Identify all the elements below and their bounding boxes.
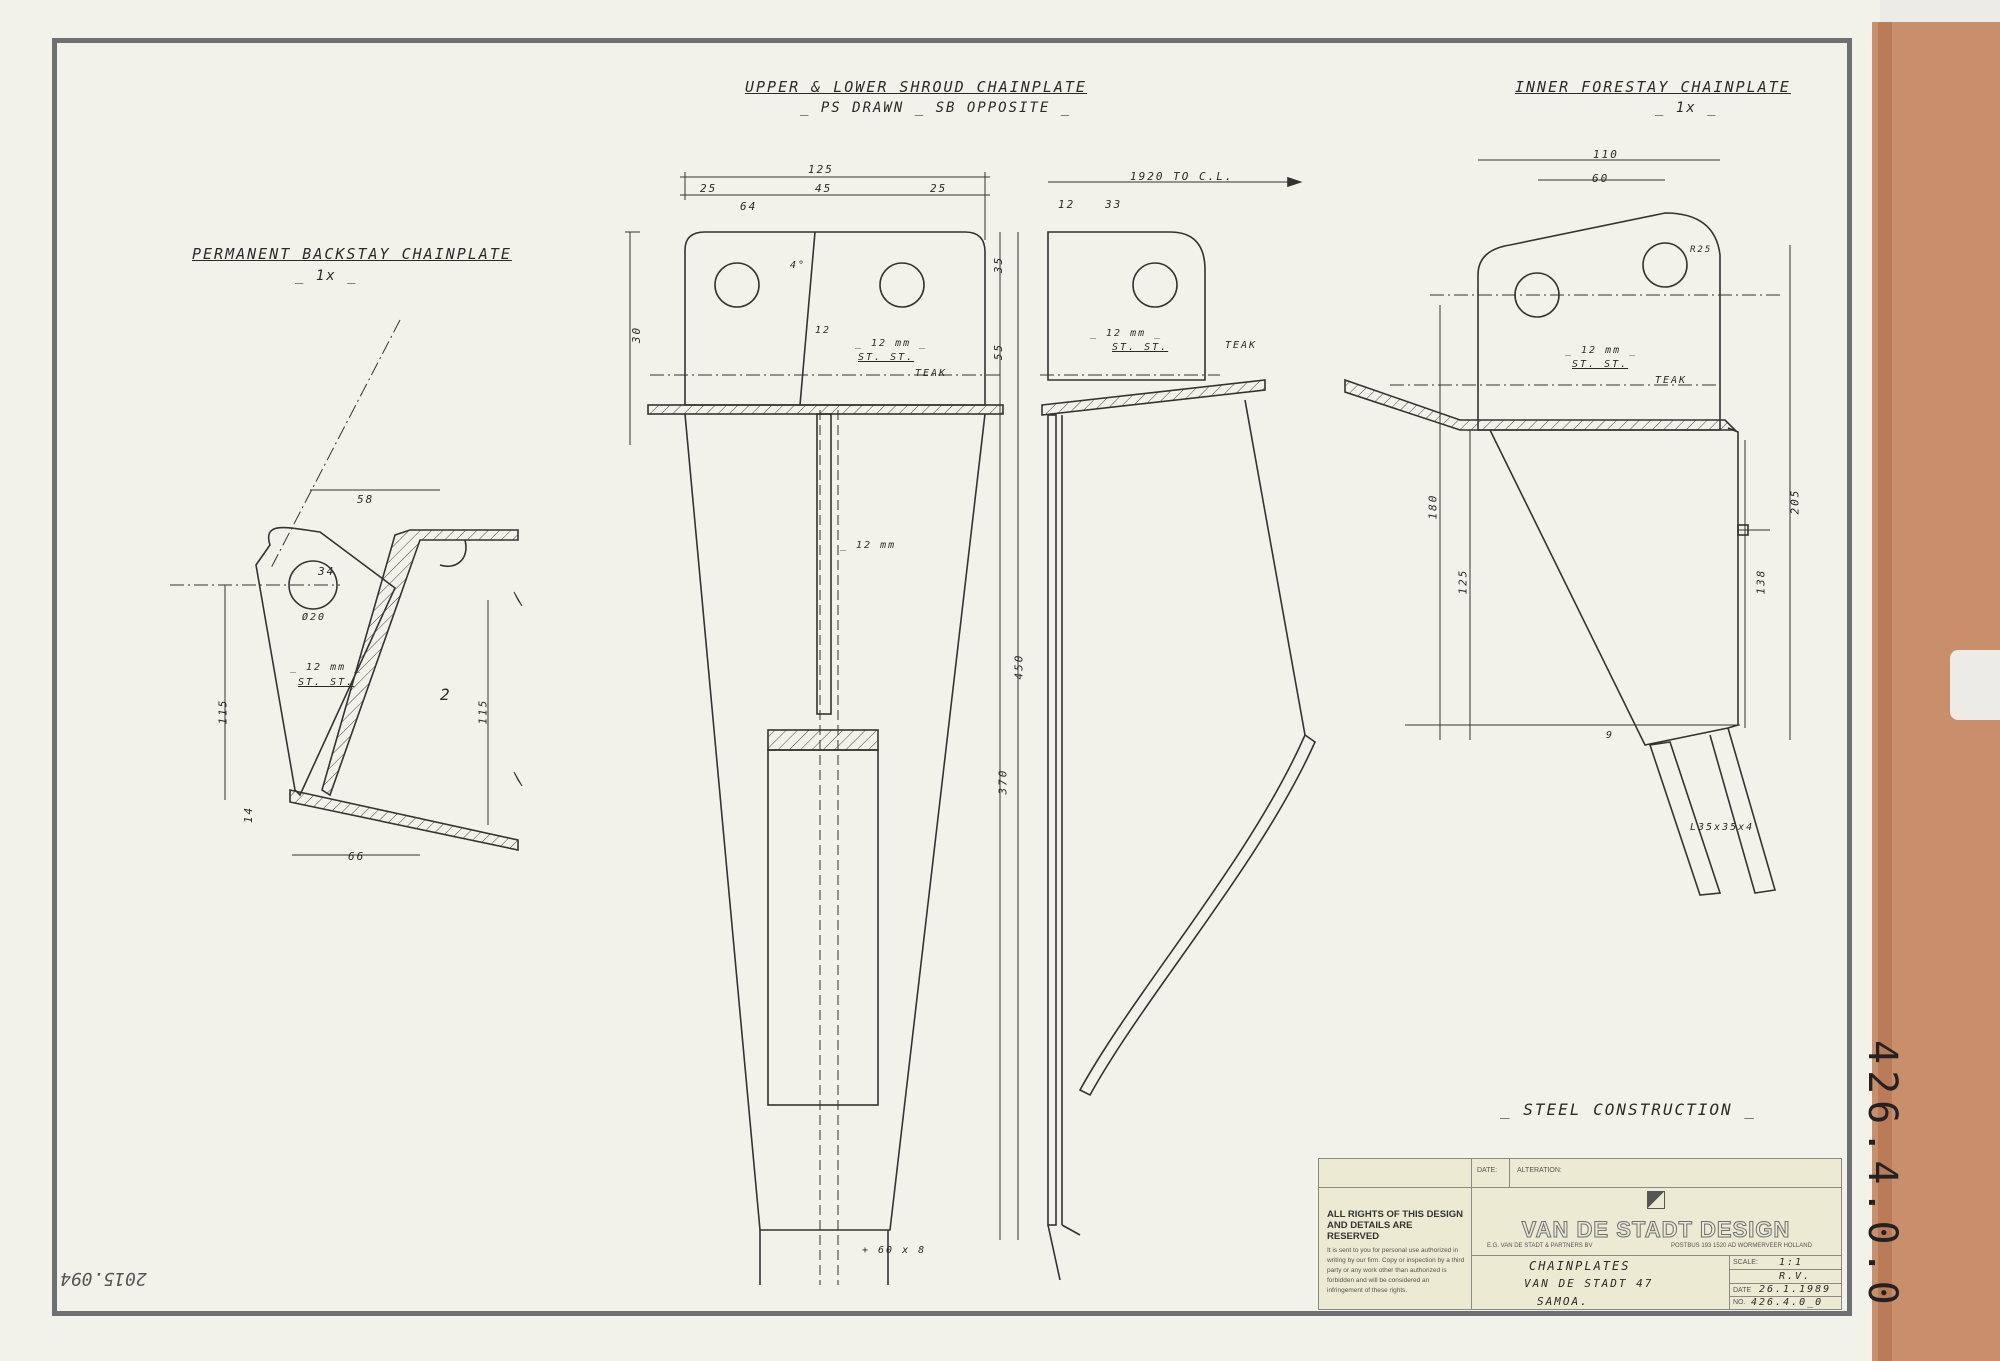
backstay-steel: ST. ST. (298, 677, 355, 688)
tb-alteration-label: ALTERATION: (1517, 1167, 1562, 1174)
tb-date-label-2: DATE (1733, 1287, 1752, 1294)
backstay-qty: _ 1x _ (295, 268, 358, 284)
brand-logo-icon (1647, 1191, 1665, 1209)
backstay-hole: Ø20 (302, 612, 327, 623)
forestay-angle: L35x35x4 (1690, 822, 1755, 833)
shroud-title: UPPER & LOWER SHROUD CHAINPLATE (745, 78, 1087, 96)
dim-450: 450 (1012, 653, 1026, 680)
dim-9: 9 (1606, 730, 1615, 741)
dim-205: 205 (1788, 488, 1802, 515)
dim-to-centerline: 1920 TO C.L. (1130, 170, 1234, 183)
dim-2: 2 (440, 685, 452, 704)
dim-110: 110 (1593, 148, 1619, 161)
label-side-steel: ST. ST. (1112, 342, 1169, 353)
archive-tab-stripe (1878, 22, 1892, 1361)
forestay-chainplate (1344, 159, 1791, 896)
title-block: DATE: ALTERATION: ALL RIGHTS OF THIS DES… (1318, 1158, 1842, 1310)
dim-30: 30 (630, 325, 644, 344)
tb-scale-label: SCALE: (1733, 1259, 1758, 1266)
dim-60: 60 (1592, 172, 1610, 185)
label-web-12mm: _ 12 mm (840, 540, 897, 551)
dim-115-right: 115 (476, 698, 490, 725)
tb-name: SAMOA. (1537, 1295, 1589, 1308)
tb-brand: VAN DE STADT DESIGN (1521, 1217, 1791, 1243)
dim-12: 12 (1058, 198, 1076, 211)
dim-12-web: 12 (815, 325, 832, 336)
tb-rights-body: It is sent to you for personal use autho… (1327, 1247, 1465, 1294)
tb-title: CHAINPLATES (1529, 1259, 1631, 1273)
forestay-qty: _ 1x _ (1655, 100, 1718, 116)
dim-35: 35 (992, 255, 1006, 274)
forestay-plate: _ 12 mm _ (1565, 345, 1638, 356)
tb-no-label: NO. (1733, 1299, 1746, 1306)
forestay-steel: ST. ST. (1572, 359, 1629, 370)
dim-138: 138 (1754, 568, 1768, 595)
label-flat-bar: + 60 x 8 (862, 1245, 927, 1256)
dim-33: 33 (1105, 198, 1123, 211)
tb-address: POSTBUS 193 1520 AD WORMERVEER HOLLAND (1671, 1243, 1812, 1249)
backstay-chainplate (170, 319, 523, 856)
forestay-teak: TEAK (1655, 375, 1688, 386)
dim-14: 14 (242, 805, 256, 824)
tb-drawn: R.V. (1779, 1271, 1812, 1282)
tb-project: VAN DE STADT 47 (1524, 1277, 1654, 1290)
label-teak: TEAK (915, 368, 948, 379)
shroud-subtitle: _ PS DRAWN _ SB OPPOSITE _ (800, 100, 1072, 116)
tb-rights-heading: ALL RIGHTS OF THIS DESIGN AND DETAILS AR… (1327, 1209, 1463, 1242)
dim-25-right: 25 (930, 182, 948, 195)
dim-45: 45 (815, 182, 833, 195)
tb-date: 26.1.1989 (1759, 1284, 1832, 1295)
tb-date-label: DATE: (1477, 1167, 1498, 1174)
dim-180: 180 (1426, 493, 1440, 520)
dim-66: 66 (348, 850, 366, 863)
label-stainless: ST. ST. (858, 352, 915, 363)
label-plate-12mm: _ 12 mm _ (855, 338, 928, 349)
tb-number: 426.4.0_0 (1751, 1297, 1824, 1308)
steel-note: _ STEEL CONSTRUCTION _ (1500, 1100, 1756, 1119)
dim-4deg: 4° (790, 260, 807, 271)
forestay-r25: R25 (1690, 245, 1713, 255)
archive-tab-notch (1950, 650, 2000, 720)
drawing-frame (52, 38, 1852, 1316)
dim-55: 55 (992, 342, 1006, 361)
label-side-teak: TEAK (1225, 340, 1258, 351)
backstay-title: PERMANENT BACKSTAY CHAINPLATE (192, 245, 512, 263)
shroud-chainplate-front (625, 172, 1019, 1285)
shroud-chainplate-side (1040, 176, 1317, 1281)
dim-125-vertical: 125 (1456, 568, 1470, 595)
dim-64: 64 (740, 200, 758, 213)
dim-34: 34 (318, 565, 336, 578)
tb-brand-sub: E.G. VAN DE STADT & PARTNERS BV (1487, 1243, 1593, 1249)
dim-115-left: 115 (216, 698, 230, 725)
tb-rights: ALL RIGHTS OF THIS DESIGN AND DETAILS AR… (1319, 1187, 1472, 1309)
dim-58: 58 (357, 493, 375, 506)
dim-370: 370 (996, 768, 1010, 795)
backstay-plate: _ 12 mm _ (290, 662, 363, 673)
forestay-title: INNER FORESTAY CHAINPLATE (1515, 78, 1791, 96)
drawing-sheet (0, 0, 1880, 1361)
archive-stamp: 2015.094 (60, 1268, 147, 1289)
dim-25-left: 25 (700, 182, 718, 195)
technical-drawing (170, 159, 1791, 1285)
label-side-plate: _ 12 mm _ (1090, 328, 1163, 339)
tb-scale: 1:1 (1779, 1257, 1804, 1268)
dim-125: 125 (808, 163, 834, 176)
